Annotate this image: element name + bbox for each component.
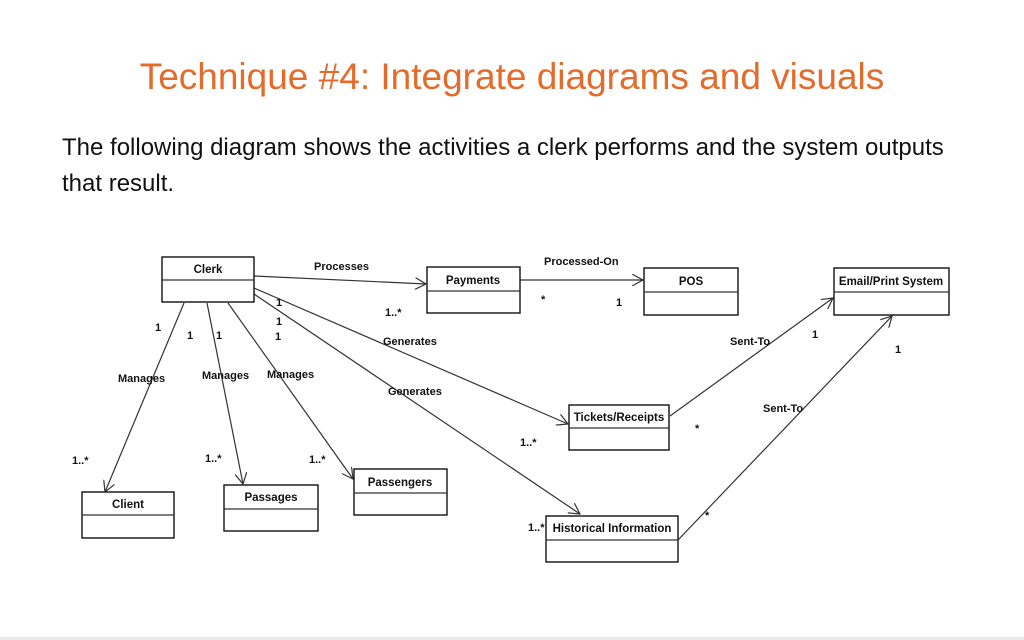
svg-text:POS: POS xyxy=(679,276,704,288)
mult-clerk-right-1: 1 xyxy=(276,297,282,309)
svg-text:Historical Information: Historical Information xyxy=(553,523,672,535)
mult-email-end-1: 1 xyxy=(812,329,818,341)
label-generates-1: Generates xyxy=(383,336,437,348)
label-manages-2: Manages xyxy=(202,370,249,382)
edge-clerk-passengers xyxy=(227,302,353,479)
label-processed-on: Processed-On xyxy=(544,256,619,268)
svg-text:Clerk: Clerk xyxy=(194,264,223,276)
mult-clerk-left-2: 1 xyxy=(187,330,193,342)
mult-client-end: 1..* xyxy=(72,455,89,467)
mult-passengers-end: 1..* xyxy=(309,454,326,466)
mult-payments-pos-start: * xyxy=(541,294,546,306)
class-passengers: Passengers xyxy=(353,468,448,516)
label-manages-3: Manages xyxy=(267,369,314,381)
mult-tickets-start: * xyxy=(695,423,700,435)
class-tickets-receipts: Tickets/Receipts xyxy=(568,404,670,451)
class-pos: POS xyxy=(643,267,739,316)
edge-clerk-historical xyxy=(253,293,580,514)
svg-text:Payments: Payments xyxy=(446,275,500,287)
mult-payments-pos-end: 1 xyxy=(616,297,622,309)
mult-clerk-left-1: 1 xyxy=(155,322,161,334)
slide-title: Technique #4: Integrate diagrams and vis… xyxy=(139,56,885,97)
mult-clerk-right-3: 1 xyxy=(275,331,281,343)
edge-clerk-client xyxy=(105,302,185,492)
mult-email-end-2: 1 xyxy=(895,344,901,356)
mult-clerk-right-2: 1 xyxy=(276,316,282,328)
mult-historical-start: * xyxy=(705,510,710,522)
label-manages-1: Manages xyxy=(118,373,165,385)
label-sent-to-1: Sent-To xyxy=(730,336,770,348)
class-payments: Payments xyxy=(426,266,521,314)
svg-text:Client: Client xyxy=(112,499,144,511)
edge-clerk-passages xyxy=(206,302,243,484)
edge-clerk-tickets xyxy=(253,287,568,424)
label-sent-to-2: Sent-To xyxy=(763,403,803,415)
intro-text: The following diagram shows the activiti… xyxy=(62,134,944,197)
edge-clerk-payments xyxy=(253,275,426,284)
edge-tickets-email xyxy=(669,298,833,417)
class-clerk: Clerk xyxy=(161,256,255,303)
mult-clerk-left-3: 1 xyxy=(216,330,222,342)
svg-text:Tickets/Receipts: Tickets/Receipts xyxy=(574,412,665,424)
slide-bottom-rule xyxy=(0,637,1024,640)
mult-historical-end: 1..* xyxy=(528,522,545,534)
mult-passages-end: 1..* xyxy=(205,453,222,465)
svg-text:Passengers: Passengers xyxy=(368,477,433,489)
class-historical-information: Historical Information xyxy=(545,515,679,563)
label-processes: Processes xyxy=(314,261,369,273)
class-client: Client xyxy=(81,491,175,539)
mult-tickets-end: 1..* xyxy=(520,437,537,449)
class-email-print-system: Email/Print System xyxy=(833,267,950,316)
class-passages: Passages xyxy=(223,484,319,532)
mult-clerk-payments-end: 1..* xyxy=(385,307,402,319)
label-generates-2: Generates xyxy=(388,386,442,398)
svg-text:Email/Print System: Email/Print System xyxy=(839,276,943,288)
edge-historical-email xyxy=(677,316,892,541)
svg-text:Passages: Passages xyxy=(244,492,297,504)
